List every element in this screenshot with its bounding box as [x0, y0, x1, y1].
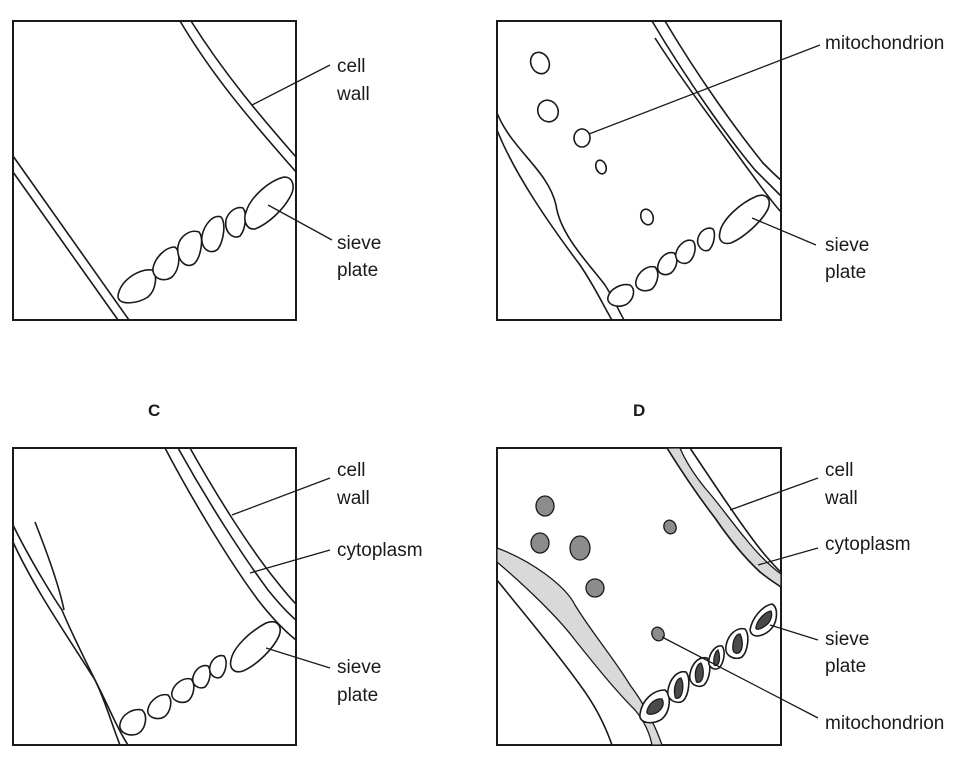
panel-c-sieve-plate: [119, 620, 281, 736]
panel-a-sieve-plate-leader: [267, 204, 333, 241]
panel-c-right-wall-inner: [189, 447, 297, 605]
panel-a-right-wall-outer: [179, 20, 297, 173]
panel-d-mitochondria: [530, 495, 677, 642]
sieve-pore: [200, 215, 225, 253]
panel-c-cytoplasm-label: cytoplasm: [337, 540, 423, 561]
panel-c-right-wall-middle: [177, 447, 297, 621]
panel-b: mitochondrion sieve plate: [496, 20, 944, 321]
sieve-pore: [674, 239, 696, 265]
panel-d-sieve-plate-leader: [769, 624, 819, 641]
panel-d-left-wall-outer: [496, 579, 613, 746]
sieve-pore: [656, 251, 678, 276]
panel-a-plate-label: plate: [337, 260, 378, 281]
sieve-pore: [119, 708, 147, 736]
panel-c: C cell wall cytoplasm sieve plate: [12, 401, 423, 746]
panel-c-cell-label: cell: [337, 460, 366, 481]
sieve-pore: [152, 246, 180, 281]
panel-c-right-wall-outer: [164, 447, 297, 641]
panel-c-cell-wall-leader: [231, 477, 331, 516]
panel-a-cell-label: cell: [337, 56, 366, 77]
panel-b-sieve-plate-leader: [751, 217, 817, 246]
panel-b-sieve-label: sieve: [825, 235, 869, 256]
panel-d-right-wall-inner: [666, 447, 782, 588]
panel-d-letter: D: [633, 401, 645, 420]
panel-b-mitochondrion-label: mitochondrion: [825, 33, 944, 54]
sieve-pore: [696, 227, 716, 252]
panel-a-sieve-label: sieve: [337, 233, 381, 254]
panel-b-mitochondrion-leader: [588, 44, 821, 135]
panel-d-mitochondrion-label: mitochondrion: [825, 713, 944, 734]
panel-c-sieve-plate-leader: [265, 647, 331, 669]
callose-deposit: [732, 633, 743, 654]
panel-a-sieve-plate: [117, 176, 294, 304]
panel-c-cytoplasm-leader: [249, 549, 331, 574]
mitochondrion: [663, 519, 677, 535]
panel-d-cytoplasm-label: cytoplasm: [825, 534, 911, 555]
sieve-pore: [117, 269, 157, 304]
panel-b-left-wall-outer: [496, 129, 613, 321]
mitochondrion: [535, 495, 555, 517]
panel-c-sieve-label: sieve: [337, 657, 381, 678]
panel-c-left-wall-inner: [34, 521, 65, 611]
mitochondrion: [536, 99, 560, 123]
panel-a-right-wall-inner: [190, 20, 297, 158]
sieve-pore: [208, 654, 227, 679]
panel-c-left-wall-outer: [12, 541, 121, 746]
sieve-pore: [147, 693, 172, 720]
panel-a-cell-wall-leader: [251, 64, 331, 106]
panel-d-sieve-plate: [639, 603, 778, 724]
panel-b-mitochondria: [529, 51, 655, 226]
panel-a-left-wall-outer: [12, 171, 119, 321]
sieve-pore: [244, 176, 294, 230]
panel-c-letter: C: [148, 401, 160, 420]
panel-a: cell wall sieve plate: [12, 20, 381, 321]
mitochondrion: [585, 578, 605, 598]
mitochondrion: [569, 535, 591, 561]
panel-c-plate-label: plate: [337, 685, 378, 706]
panel-b-sieve-plate: [607, 194, 771, 307]
sieve-pore: [177, 230, 203, 267]
panel-b-right-wall-outer: [651, 20, 782, 197]
panel-d-cell-wall-leader: [729, 477, 819, 511]
sieve-pore: [229, 620, 281, 673]
panel-d-cytoplasm-leader: [757, 547, 819, 566]
sieve-pore: [191, 664, 211, 689]
panel-c-left-wall-middle: [12, 524, 129, 746]
sieve-pore: [607, 283, 635, 307]
sieve-pore: [171, 677, 195, 704]
panel-b-right-wall-inner: [664, 20, 782, 181]
panel-d-sieve-label: sieve: [825, 629, 869, 650]
callose-deposit: [646, 698, 664, 715]
panel-d-plate-label: plate: [825, 656, 866, 677]
callose-deposit: [755, 610, 773, 630]
mitochondrion: [529, 51, 551, 75]
sieve-pore: [718, 194, 771, 245]
panel-d-cell-label: cell: [825, 460, 854, 481]
panel-d-left-cytoplasm: [496, 547, 663, 746]
sieve-pore: [635, 265, 659, 292]
panel-a-left-wall-inner: [12, 155, 130, 321]
panel-d: D: [496, 401, 944, 746]
mitochondrion: [573, 128, 591, 148]
panel-d-right-wall-outer: [689, 447, 782, 573]
mitochondrion: [651, 626, 665, 642]
mitochondrion: [639, 208, 655, 226]
panel-d-mitochondrion-leader: [661, 636, 819, 719]
panel-b-right-wall-innermost: [654, 37, 782, 213]
mitochondrion: [530, 532, 550, 554]
panel-c-wall-label: wall: [336, 488, 370, 509]
panel-d-wall-label: wall: [824, 488, 858, 509]
callose-deposit: [694, 662, 704, 684]
panel-a-wall-label: wall: [336, 84, 370, 105]
mitochondrion: [594, 159, 608, 175]
panel-b-plate-label: plate: [825, 262, 866, 283]
callose-deposit: [673, 677, 684, 700]
